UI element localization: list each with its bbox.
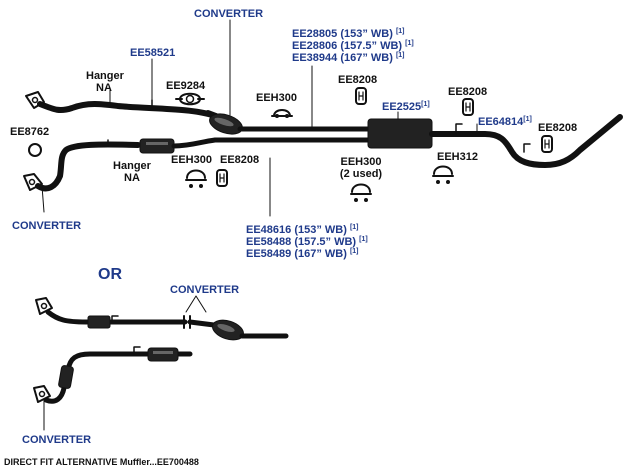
label-hanger-na-mid-line1: Hanger	[113, 160, 151, 172]
label-hanger-na-top: Hanger NA	[86, 70, 124, 94]
label-wb-bottom-1-part: EE48616 (153” WB)	[246, 224, 347, 236]
label-ee9284: EE9284	[166, 80, 206, 92]
label-wb-top-2-ref: [1]	[405, 40, 414, 47]
gasket-ee8762	[28, 143, 42, 157]
label-wb-bottom-3: EE58489 (167” WB) [1]	[246, 248, 368, 260]
label-converter-alt-bottom: CONVERTER	[22, 434, 92, 446]
hanger-ee8208-b	[462, 98, 474, 116]
label-ee2525-part: EE2525	[382, 101, 422, 113]
hanger-ee8208-mid	[216, 169, 228, 187]
label-hanger-na-top-line1: Hanger	[86, 70, 124, 82]
converter-top	[205, 110, 243, 135]
label-hanger-na-mid: Hanger NA	[112, 160, 152, 184]
label-ee64814-part: EE64814	[478, 116, 524, 128]
label-wb-top-1-ref: [1]	[395, 28, 405, 35]
label-wb-bottom-2-part: EE58488 (157.5” WB)	[246, 236, 357, 248]
footer-note: DIRECT FIT ALTERNATIVE Muffler...EE70048…	[4, 457, 199, 467]
label-converter-top: CONVERTER	[194, 8, 264, 20]
label-ee58521: EE58521	[130, 47, 176, 59]
hanger-ee8208-c	[541, 135, 553, 153]
pipe-ee58521	[37, 101, 215, 118]
leader-lines-upper	[109, 19, 478, 217]
label-ee2525-ref: [1]	[421, 101, 430, 108]
label-wb-bottom-1-ref: [1]	[349, 224, 359, 231]
converter-mid	[139, 138, 175, 154]
label-wb-top-1-part: EE28805 (153” WB)	[292, 28, 393, 40]
label-eeh300-top: EEH300	[256, 92, 297, 104]
gasket-ee9284	[175, 92, 205, 106]
label-eeh300-right-line1: EEH300	[340, 156, 382, 168]
pipe-lower-main	[171, 137, 363, 149]
label-wb-top-3-ref: [1]	[395, 52, 405, 59]
hanger-ee8208-a	[355, 87, 367, 105]
tailpipe-ee64814	[429, 114, 623, 168]
label-wb-top-1: EE28805 (153” WB) [1]	[292, 28, 414, 40]
label-converter-left: CONVERTER	[12, 220, 82, 232]
clamp-eeh300-mid	[185, 169, 207, 188]
label-ee2525: EE2525[1]	[382, 101, 430, 113]
muffler-ee2525	[367, 118, 433, 149]
label-wb-bottom-3-part: EE58489 (167” WB)	[246, 248, 347, 260]
label-ee8762: EE8762	[10, 126, 50, 138]
label-ee8208-b: EE8208	[448, 86, 488, 98]
label-hanger-na-top-line2: NA	[96, 82, 112, 94]
label-wb-top-2: EE28806 (157.5” WB) [1]	[292, 40, 414, 52]
label-wb-bottom-2-ref: [1]	[359, 236, 368, 243]
clamp-eeh300-top	[271, 109, 293, 118]
label-wb-bottom-2: EE58488 (157.5” WB) [1]	[246, 236, 368, 248]
label-ee8208-c: EE8208	[538, 122, 578, 134]
label-ee8208-a: EE8208	[338, 74, 378, 86]
label-wb-bottom-1: EE48616 (153” WB) [1]	[246, 224, 368, 236]
pipe-lower-left	[35, 141, 141, 192]
alt-converter-top	[212, 319, 244, 341]
label-hanger-na-mid-line2: NA	[124, 172, 140, 184]
label-eeh300-right: EEH300 (2 used)	[332, 156, 390, 180]
label-wb-top-group: EE28805 (153” WB) [1] EE28806 (157.5” WB…	[292, 28, 414, 64]
label-wb-top-2-part: EE28806 (157.5” WB)	[292, 40, 403, 52]
label-wb-bottom-3-ref: [1]	[349, 248, 359, 255]
label-ee64814-ref: [1]	[523, 116, 532, 123]
label-wb-top-3: EE38944 (167” WB) [1]	[292, 52, 414, 64]
label-converter-alt-top: CONVERTER	[170, 284, 240, 296]
label-ee64814: EE64814[1]	[478, 116, 532, 128]
label-wb-top-3-part: EE38944 (167” WB)	[292, 52, 393, 64]
alt-converter-mid	[58, 365, 74, 389]
label-wb-bottom-group: EE48616 (153” WB) [1] EE58488 (157.5” WB…	[246, 224, 368, 260]
alt-clamp-top	[87, 315, 111, 329]
clamp-eeh312	[432, 165, 454, 184]
label-ee8208-mid: EE8208	[220, 154, 260, 166]
label-eeh312: EEH312	[437, 151, 478, 163]
label-or: OR	[98, 266, 122, 283]
alt-converter-bottom	[147, 347, 179, 362]
alt-pipe-top	[45, 309, 188, 325]
label-eeh300-right-line2: (2 used)	[339, 168, 383, 180]
clamp-eeh300-right	[350, 183, 372, 202]
label-eeh300-mid: EEH300	[171, 154, 212, 166]
